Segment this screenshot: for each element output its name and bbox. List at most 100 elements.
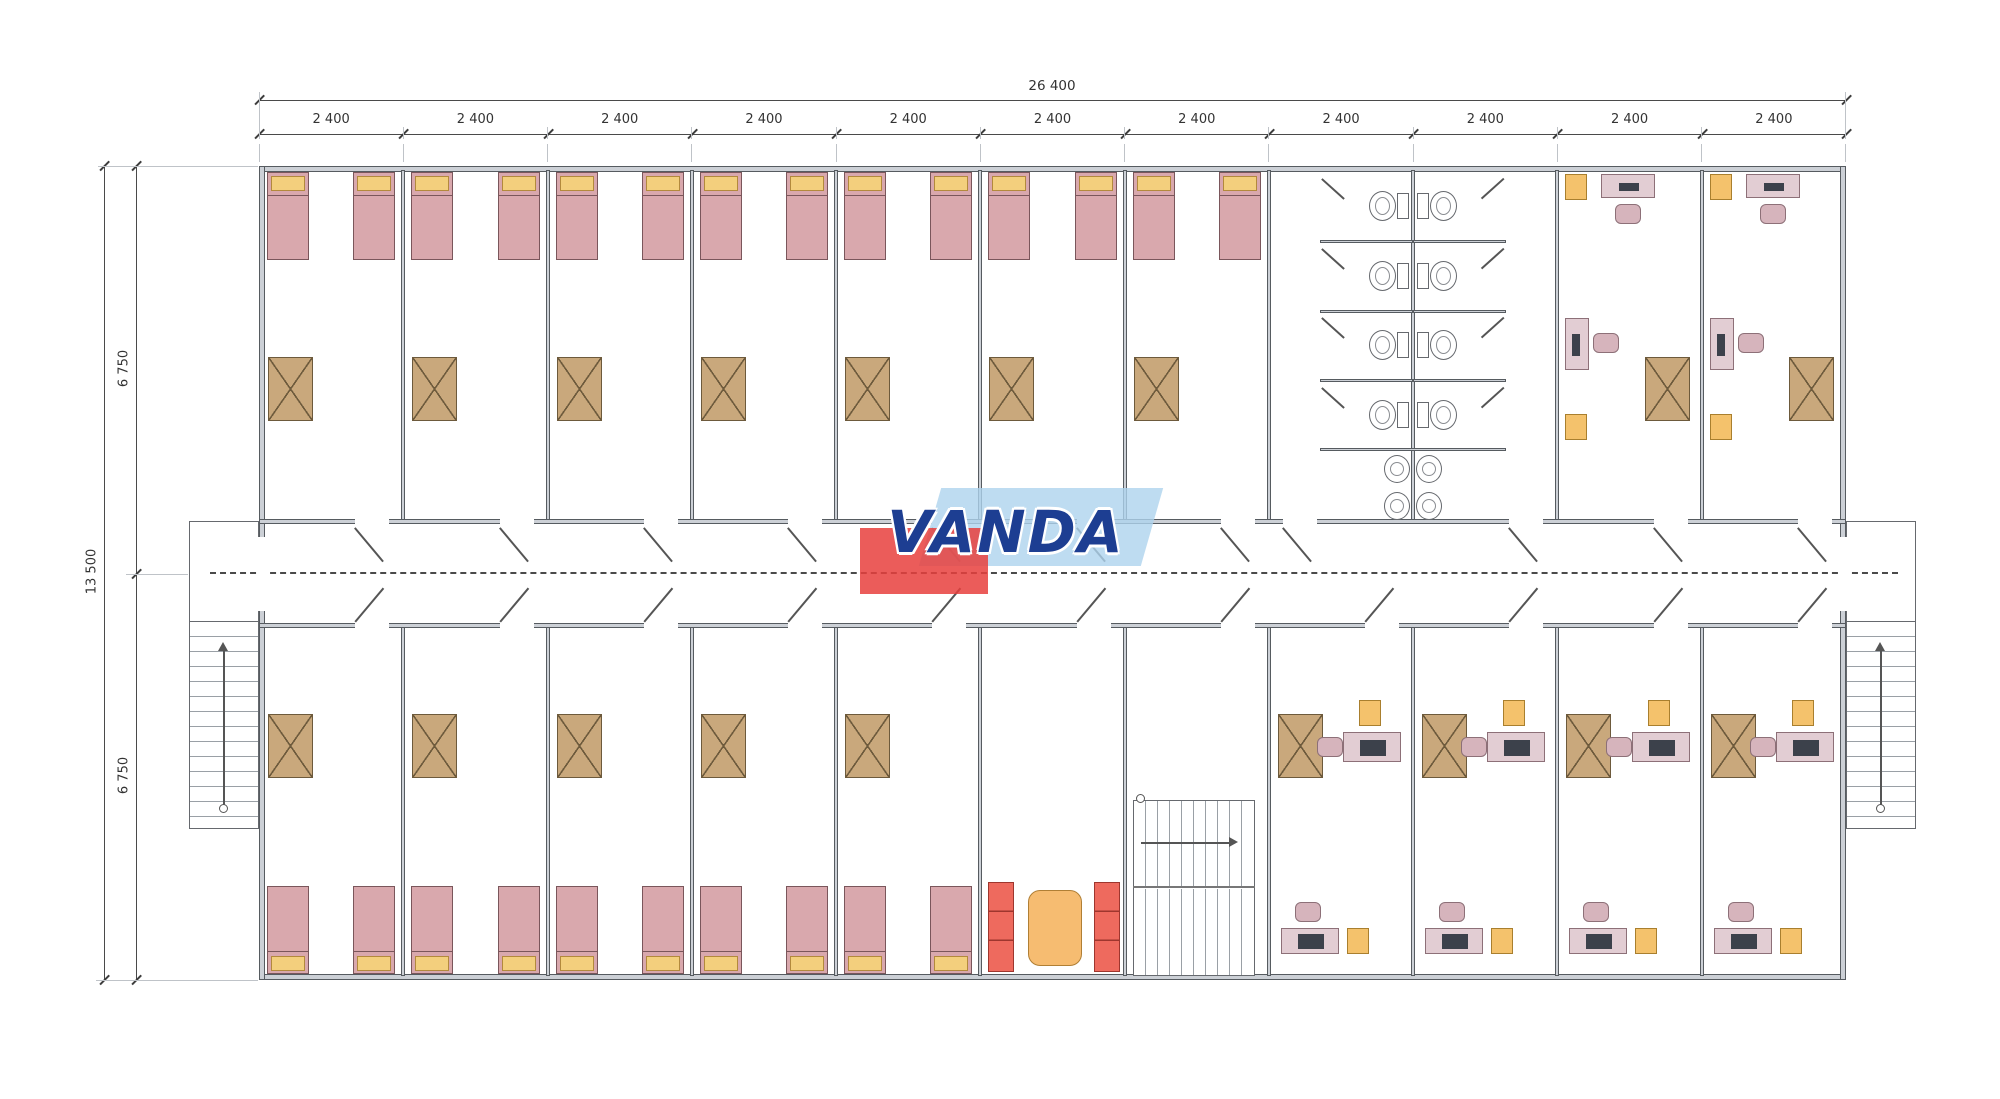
- bay-dimension-label: 2 400: [1610, 112, 1649, 127]
- computer: [1586, 934, 1613, 949]
- blanket-line: [1133, 195, 1174, 196]
- bay-dimension-label: 2 400: [889, 112, 927, 127]
- wardrobe-table: [1566, 714, 1612, 778]
- bed: [844, 172, 887, 260]
- door-opening: [1365, 622, 1400, 629]
- dim-extension: [691, 127, 693, 139]
- partition-wall: [978, 626, 983, 976]
- cabinet: [1635, 928, 1658, 954]
- door-opening: [643, 622, 678, 629]
- stair-tread: [1169, 889, 1170, 975]
- blanket-line: [931, 951, 972, 952]
- dim-extension: [126, 573, 188, 575]
- door-opening: [1653, 622, 1688, 629]
- door-opening: [1282, 518, 1317, 525]
- stair-newel: [1136, 794, 1145, 803]
- toilet-bowl: [1369, 260, 1396, 291]
- pillow: [1078, 176, 1113, 191]
- blanket-line: [989, 195, 1030, 196]
- corridor-wall-bottom: [259, 623, 1846, 628]
- wardrobe-table: [700, 714, 746, 778]
- dim-line-total-width: [259, 100, 1846, 101]
- desk: [1745, 174, 1800, 198]
- wardrobe-table: [1277, 714, 1323, 778]
- toilet-tank: [1397, 262, 1409, 289]
- door-opening: [788, 518, 823, 525]
- door-leaf: [1220, 587, 1250, 623]
- bed: [641, 886, 684, 974]
- bed: [353, 172, 396, 260]
- pillow: [1222, 176, 1257, 191]
- toilet-tank: [1417, 193, 1429, 219]
- stair-tread: [1217, 889, 1218, 975]
- stall-door-leaf: [1321, 247, 1345, 269]
- computer: [1297, 934, 1324, 949]
- door-opening: [499, 622, 534, 629]
- office-chair: [1737, 333, 1764, 353]
- pillow: [357, 176, 392, 191]
- bed: [641, 172, 684, 260]
- pillow: [415, 176, 450, 191]
- bed: [699, 886, 742, 974]
- toilet-seat: [1436, 266, 1451, 285]
- door-opening: [1653, 518, 1688, 525]
- office-chair: [1749, 737, 1776, 757]
- dim-extension: [547, 144, 549, 162]
- door-opening: [355, 518, 390, 525]
- computer: [1648, 740, 1675, 756]
- entrance-porch: [189, 521, 259, 627]
- office-chair: [1615, 204, 1642, 224]
- dim-extension: [98, 165, 258, 167]
- toilet-bowl: [1430, 330, 1457, 360]
- bed: [267, 172, 309, 260]
- sink-bowl: [1390, 499, 1404, 513]
- door-opening: [499, 518, 534, 525]
- bay-dimension-label: 2 400: [1755, 112, 1793, 127]
- bed: [844, 886, 887, 974]
- partition-wall: [1555, 170, 1560, 521]
- stair-tread: [1205, 889, 1206, 975]
- blanket-line: [931, 195, 972, 196]
- bay-dimension-label: 2 400: [1466, 112, 1504, 127]
- desk: [1425, 928, 1484, 954]
- pillow: [1136, 176, 1171, 191]
- partition-wall: [545, 626, 550, 976]
- blanket-line: [498, 195, 539, 196]
- monitor: [1572, 334, 1581, 356]
- bed: [988, 172, 1031, 260]
- pillow: [790, 176, 825, 191]
- wardrobe-table: [556, 357, 602, 421]
- bed: [555, 172, 598, 260]
- wardrobe-table: [412, 714, 458, 778]
- sink: [1384, 492, 1410, 520]
- stair-direction-arrow: [1880, 650, 1882, 808]
- door-leaf: [1282, 527, 1312, 562]
- monitor: [1716, 334, 1725, 356]
- dim-extension: [979, 127, 981, 139]
- toilet-seat: [1436, 197, 1451, 215]
- cabinet: [1647, 700, 1670, 726]
- toilet-seat: [1375, 405, 1390, 424]
- blanket-line: [556, 195, 597, 196]
- dim-extension: [1412, 144, 1414, 162]
- door-leaf: [1364, 587, 1395, 623]
- door-opening: [257, 537, 267, 611]
- dim-extension: [1124, 127, 1126, 139]
- door-opening: [1076, 622, 1111, 629]
- wardrobe-table: [1788, 357, 1834, 421]
- office-chair: [1583, 902, 1610, 922]
- door-leaf: [1220, 527, 1250, 562]
- dim-extension: [835, 144, 837, 162]
- stair-direction-arrow: [1141, 842, 1229, 844]
- dimension-total-height: 13 500: [84, 548, 100, 595]
- stair-tread: [1229, 889, 1230, 975]
- wardrobe-table: [1644, 357, 1690, 421]
- dim-extension: [96, 979, 258, 981]
- outer-wall-bottom: [259, 974, 1846, 980]
- door-leaf: [1508, 587, 1539, 623]
- blanket-line: [354, 951, 395, 952]
- wardrobe-table: [268, 714, 313, 778]
- office-chair: [1439, 902, 1466, 922]
- dim-extension: [979, 144, 981, 162]
- sofa: [1094, 882, 1120, 972]
